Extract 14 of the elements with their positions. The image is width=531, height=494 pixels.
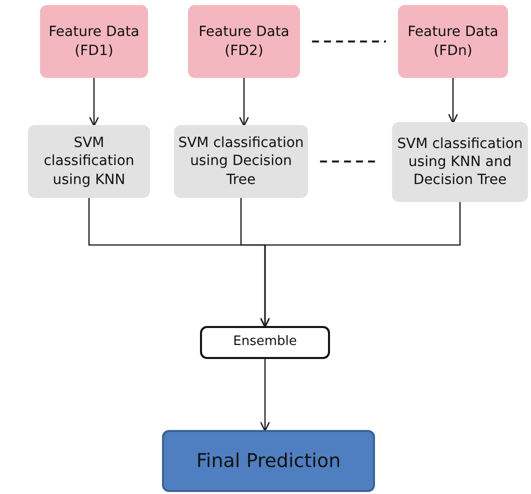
arrow <box>88 78 100 127</box>
process-box: SVM classification using KNN and Decision Tree <box>392 122 528 202</box>
data-box: Feature Data (FDn) <box>398 5 508 78</box>
output-box: Final Prediction <box>162 430 375 492</box>
arrow <box>260 202 461 328</box>
process-box: SVM classification using KNN <box>28 125 150 198</box>
process-box: Ensemble <box>200 326 330 359</box>
data-box: Feature Data (FD2) <box>188 5 300 78</box>
arrow <box>448 78 458 124</box>
data-box: Feature Data (FD1) <box>40 5 148 78</box>
arrow <box>238 78 250 127</box>
dashed-line <box>312 40 386 42</box>
process-box: SVM classification using Decision Tree <box>174 125 308 198</box>
arrow <box>260 359 270 432</box>
